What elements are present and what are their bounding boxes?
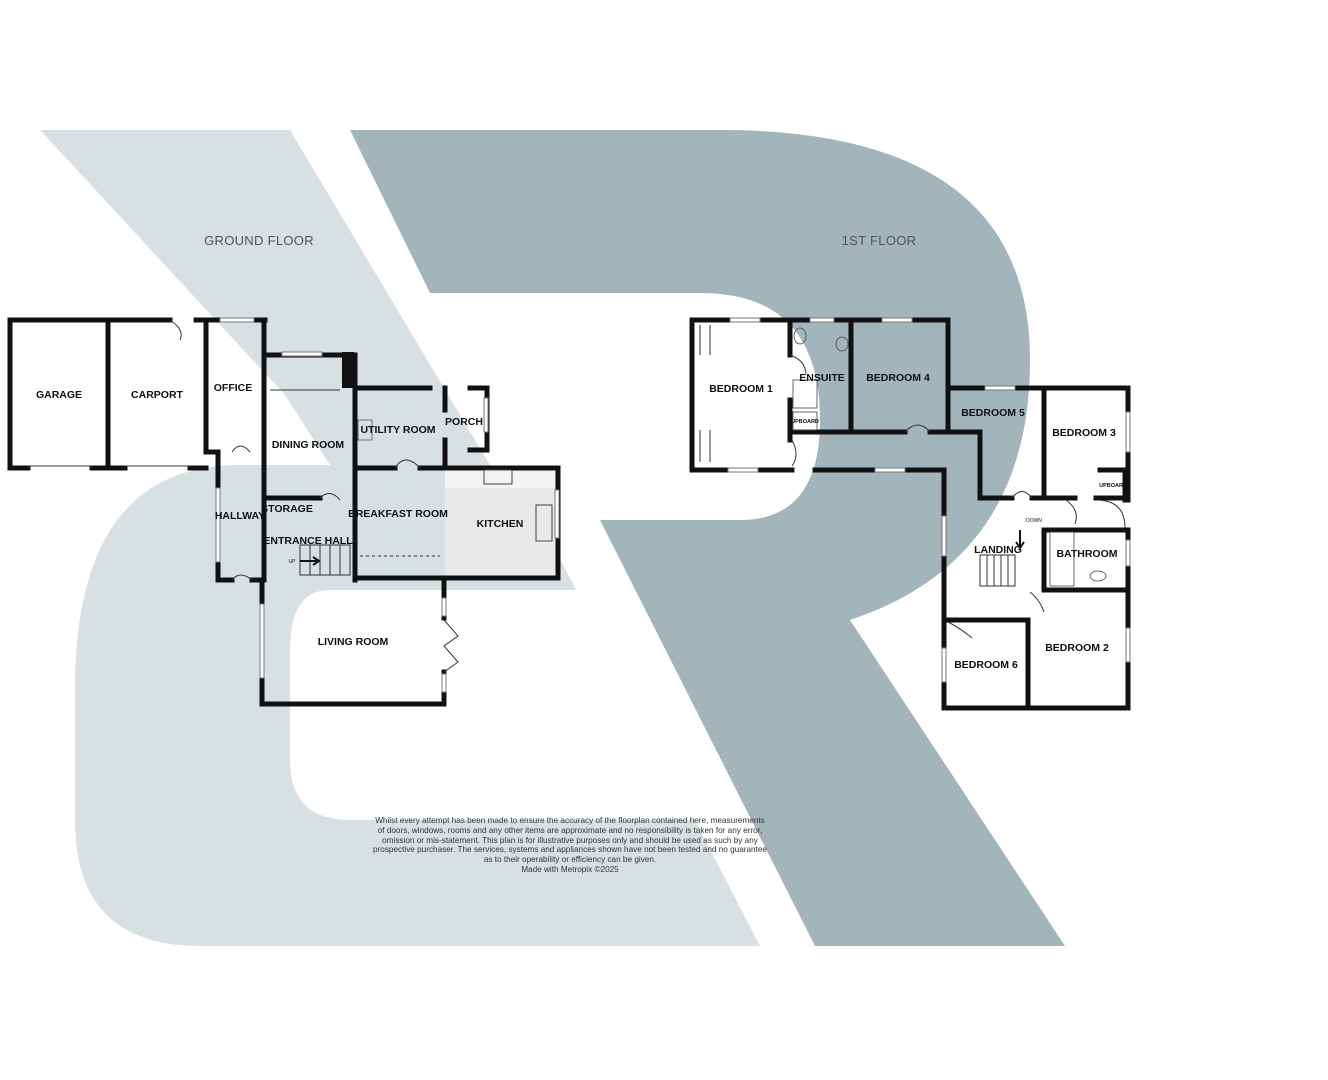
- utility-room-label: UTILITY ROOM: [360, 424, 435, 436]
- ensuite-label: ENSUITE: [799, 372, 845, 384]
- breakfast-room-label: BREAKFAST ROOM: [348, 508, 448, 520]
- toilet-ensuite: [793, 327, 807, 345]
- storage-label: STORAGE: [261, 503, 313, 515]
- hob: [483, 469, 513, 485]
- ground-floor-plan: [7, 317, 561, 707]
- cupboard-ensuite-label: UPBOARD: [791, 419, 819, 425]
- bath: [1049, 531, 1075, 587]
- bedroom-3-label: BEDROOM 3: [1052, 427, 1116, 439]
- stairs-down-label: DOWN: [1026, 518, 1042, 524]
- office-label: OFFICE: [214, 382, 253, 394]
- bedroom-5-label: BEDROOM 5: [961, 407, 1025, 419]
- bedroom-6-label: BEDROOM 6: [954, 659, 1018, 671]
- cupboard-bedroom-3-label: UPBOARD: [1099, 483, 1127, 489]
- bedroom-1-label: BEDROOM 1: [709, 383, 773, 395]
- stairs-up-label: UP: [289, 559, 297, 565]
- carport-label: CARPORT: [131, 389, 184, 401]
- hallway-label: HALLWAY: [215, 510, 265, 522]
- porch-label: PORCH: [445, 416, 483, 428]
- garage-walls: [7, 317, 111, 471]
- bedroom-2-label: BEDROOM 2: [1045, 642, 1109, 654]
- disclaimer-line: of doors, windows, rooms and any other i…: [377, 825, 763, 835]
- bedroom-1-walls: [689, 317, 795, 473]
- shower-tray: [792, 379, 818, 409]
- disclaimer-line: Whilst every attempt has been made to en…: [375, 816, 765, 825]
- bathroom-label: BATHROOM: [1056, 548, 1117, 560]
- disclaimer-line: prospective purchaser. The services, sys…: [372, 845, 767, 855]
- logo-watermark: [40, 130, 1065, 946]
- living-room-label: LIVING ROOM: [318, 636, 389, 648]
- kitchen-label: KITCHEN: [477, 518, 524, 530]
- entrance-hall-label: ENTRANCE HALL: [263, 535, 353, 547]
- ground-floor-title: GROUND FLOOR: [204, 233, 314, 248]
- garage-label: GARAGE: [36, 389, 82, 401]
- watermark-light-inner: [290, 590, 720, 820]
- basin-bathroom: [1089, 570, 1107, 582]
- cupboard-ensuite: [792, 411, 818, 431]
- metropix-credit: Made with Metropix ©2025: [521, 864, 619, 874]
- dining-room-label: DINING ROOM: [272, 439, 345, 451]
- first-floor-title: 1ST FLOOR: [842, 233, 917, 248]
- bedroom-4-label: BEDROOM 4: [866, 372, 930, 384]
- landing-walls: [812, 467, 947, 711]
- office-walls: [203, 317, 267, 455]
- kitchen-worktop: [445, 470, 555, 488]
- disclaimer-line: omission or mis-statement. This plan is …: [382, 835, 758, 845]
- first-floor-plan: [689, 317, 1131, 711]
- landing-label: LANDING: [974, 544, 1022, 556]
- disclaimer: Whilst every attempt has been made to en…: [340, 816, 800, 875]
- kitchen-sink: [535, 504, 553, 542]
- utility-sink: [357, 419, 373, 441]
- disclaimer-line: as to their operability or efficiency ca…: [483, 855, 657, 865]
- basin-ensuite: [835, 336, 849, 352]
- watermark-dark-shape: [350, 130, 1065, 946]
